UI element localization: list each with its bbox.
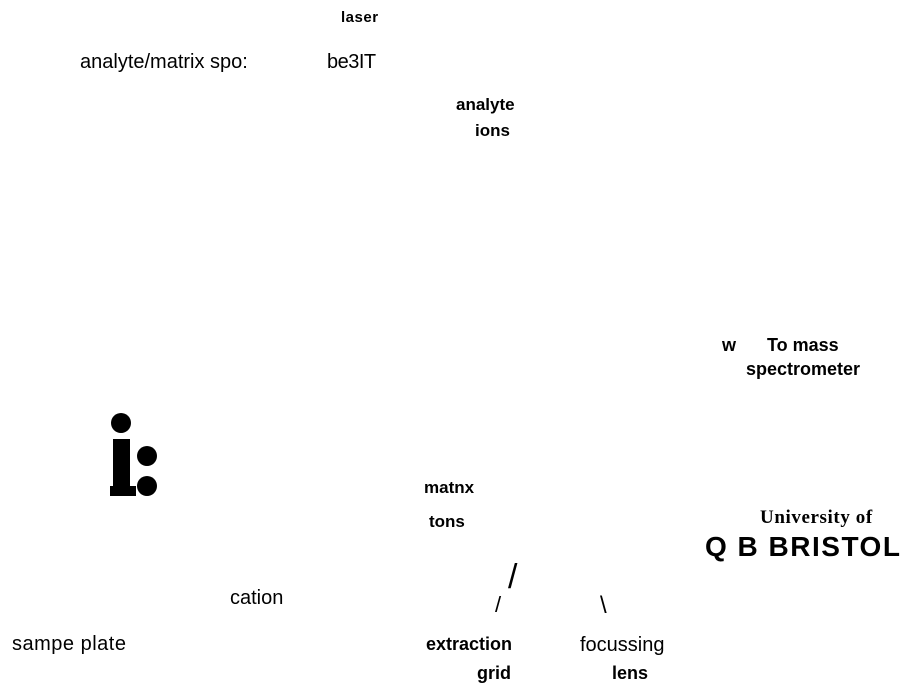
analyte-ions-label-line1: analyte xyxy=(456,95,515,114)
extraction-grid-label-line1: extraction xyxy=(426,634,513,654)
logo-icon xyxy=(110,413,157,496)
pointer-line-small: / xyxy=(495,592,502,617)
to-mass-spectrometer-line1: To mass xyxy=(767,335,839,355)
to-mass-spectrometer-line2: spectrometer xyxy=(746,359,861,379)
cation-label: cation xyxy=(230,587,284,609)
university-logo-line2: Q B BRISTOL xyxy=(705,531,902,562)
sample-plate-label: sampe plate xyxy=(12,633,127,655)
analyte-matrix-spot-value: be3IT xyxy=(327,51,376,73)
university-logo-line1: University of xyxy=(760,507,873,528)
analyte-ions-label-line2: ions xyxy=(475,121,510,140)
matrix-ions-label-line1: matnx xyxy=(424,478,475,497)
matrix-ions-label-line2: tons xyxy=(429,512,465,531)
extraction-grid-label-line2: grid xyxy=(477,663,511,683)
focussing-lens-label-line1: focussing xyxy=(580,634,665,656)
laser-label: laser xyxy=(341,9,379,26)
focussing-lens-label-line2: lens xyxy=(612,663,649,683)
pointer-line-large: / xyxy=(508,558,518,596)
analyte-matrix-spot-label: analyte/matrix spo: xyxy=(80,51,248,73)
arrow-marker: w xyxy=(722,335,737,355)
pointer-line-backslash: \ xyxy=(600,592,607,619)
